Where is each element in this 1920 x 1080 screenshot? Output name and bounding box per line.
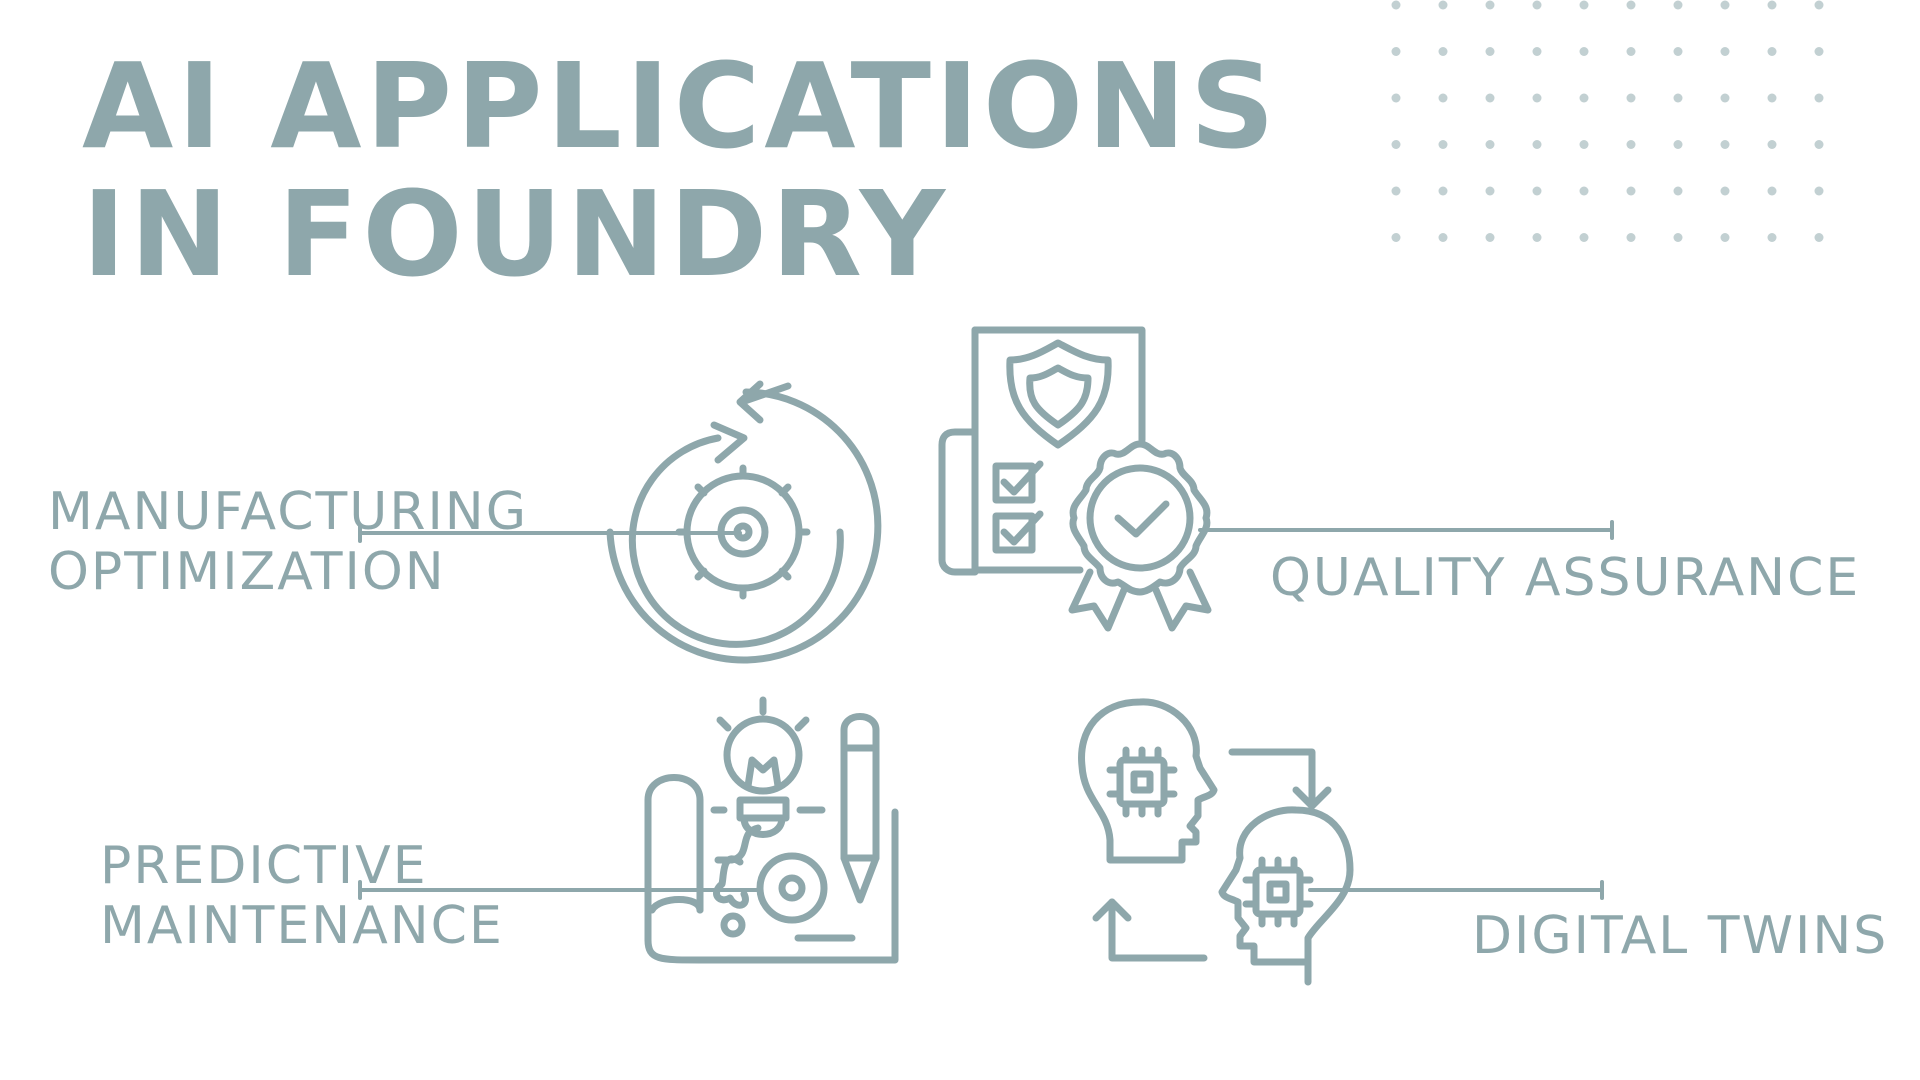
decor-dot: [1767, 0, 1777, 10]
blueprint-lightbulb-icon: [644, 696, 899, 964]
decor-dot: [1391, 233, 1401, 242]
decor-dot: [1532, 233, 1542, 242]
decor-dot: [1532, 93, 1542, 103]
decor-dot: [1485, 47, 1495, 56]
decor-dot: [1673, 0, 1683, 10]
decor-dot: [1579, 0, 1589, 10]
decor-dot: [1485, 0, 1495, 10]
decor-dot: [1579, 186, 1589, 196]
decor-dot: [1579, 140, 1589, 149]
decor-dot: [1814, 233, 1824, 242]
label-line: OPTIMIZATION: [48, 542, 446, 602]
decor-dot: [1391, 47, 1401, 56]
twin-heads-chip-icon: [1078, 698, 1354, 986]
decor-dot: [1720, 93, 1730, 103]
decor-dot: [1720, 233, 1730, 242]
decor-dot: [1814, 93, 1824, 103]
connector-line: [1198, 520, 1614, 540]
label-digital-twins: DIGITAL TWINS: [1472, 906, 1888, 966]
decor-dot: [1438, 186, 1448, 196]
decor-dot: [1485, 140, 1495, 149]
page-title: AI APPLICATIONS IN FOUNDRY: [82, 42, 1279, 298]
decor-dot: [1720, 186, 1730, 196]
decor-dot: [1626, 93, 1636, 103]
decor-dot: [1532, 140, 1542, 149]
decor-dot: [1391, 186, 1401, 196]
gear-cycle-icon: [606, 380, 882, 664]
decor-dot: [1579, 47, 1589, 56]
decor-dot: [1673, 233, 1683, 242]
decor-dot: [1767, 93, 1777, 103]
decor-dot: [1767, 233, 1777, 242]
decor-dot: [1720, 140, 1730, 149]
decor-dot: [1438, 0, 1448, 10]
decor-dot: [1767, 140, 1777, 149]
decor-dot: [1438, 93, 1448, 103]
decor-dot: [1626, 233, 1636, 242]
decor-dot: [1579, 233, 1589, 242]
decor-dot: [1814, 186, 1824, 196]
decor-dot: [1767, 186, 1777, 196]
title-line-1: AI APPLICATIONS: [82, 37, 1279, 175]
label-line: PREDICTIVE: [100, 836, 428, 896]
decor-dot: [1391, 140, 1401, 149]
decor-dot: [1438, 233, 1448, 242]
decor-dot: [1532, 186, 1542, 196]
label-quality-assurance: QUALITY ASSURANCE: [1270, 548, 1860, 608]
decor-dot: [1532, 47, 1542, 56]
decor-dot: [1626, 0, 1636, 10]
decor-dot: [1814, 140, 1824, 149]
decor-dot: [1485, 233, 1495, 242]
decor-dot: [1626, 47, 1636, 56]
label-line: DIGITAL TWINS: [1472, 906, 1889, 966]
label-line: QUALITY ASSURANCE: [1270, 548, 1861, 608]
decor-dot: [1626, 186, 1636, 196]
decor-dot: [1438, 47, 1448, 56]
certificate-shield-icon: [938, 326, 1212, 632]
decor-dot: [1814, 47, 1824, 56]
title-line-2: IN FOUNDRY: [82, 165, 950, 303]
decor-dot: [1814, 0, 1824, 10]
decor-dot: [1673, 47, 1683, 56]
decor-dot: [1720, 47, 1730, 56]
decor-dot: [1532, 0, 1542, 10]
decor-dot: [1767, 47, 1777, 56]
decor-dot: [1673, 93, 1683, 103]
connector-line: [358, 880, 762, 900]
decor-dot: [1485, 93, 1495, 103]
dot-grid-decoration: [1391, 0, 1824, 242]
decor-dot: [1626, 140, 1636, 149]
decor-dot: [1438, 140, 1448, 149]
decor-dot: [1391, 0, 1401, 10]
decor-dot: [1673, 140, 1683, 149]
connector-line: [1308, 880, 1604, 900]
label-line: MAINTENANCE: [100, 896, 504, 956]
decor-dot: [1391, 93, 1401, 103]
decor-dot: [1579, 93, 1589, 103]
label-predictive-maintenance: PREDICTIVE MAINTENANCE: [100, 836, 504, 956]
decor-dot: [1485, 186, 1495, 196]
decor-dot: [1720, 0, 1730, 10]
decor-dot: [1673, 186, 1683, 196]
